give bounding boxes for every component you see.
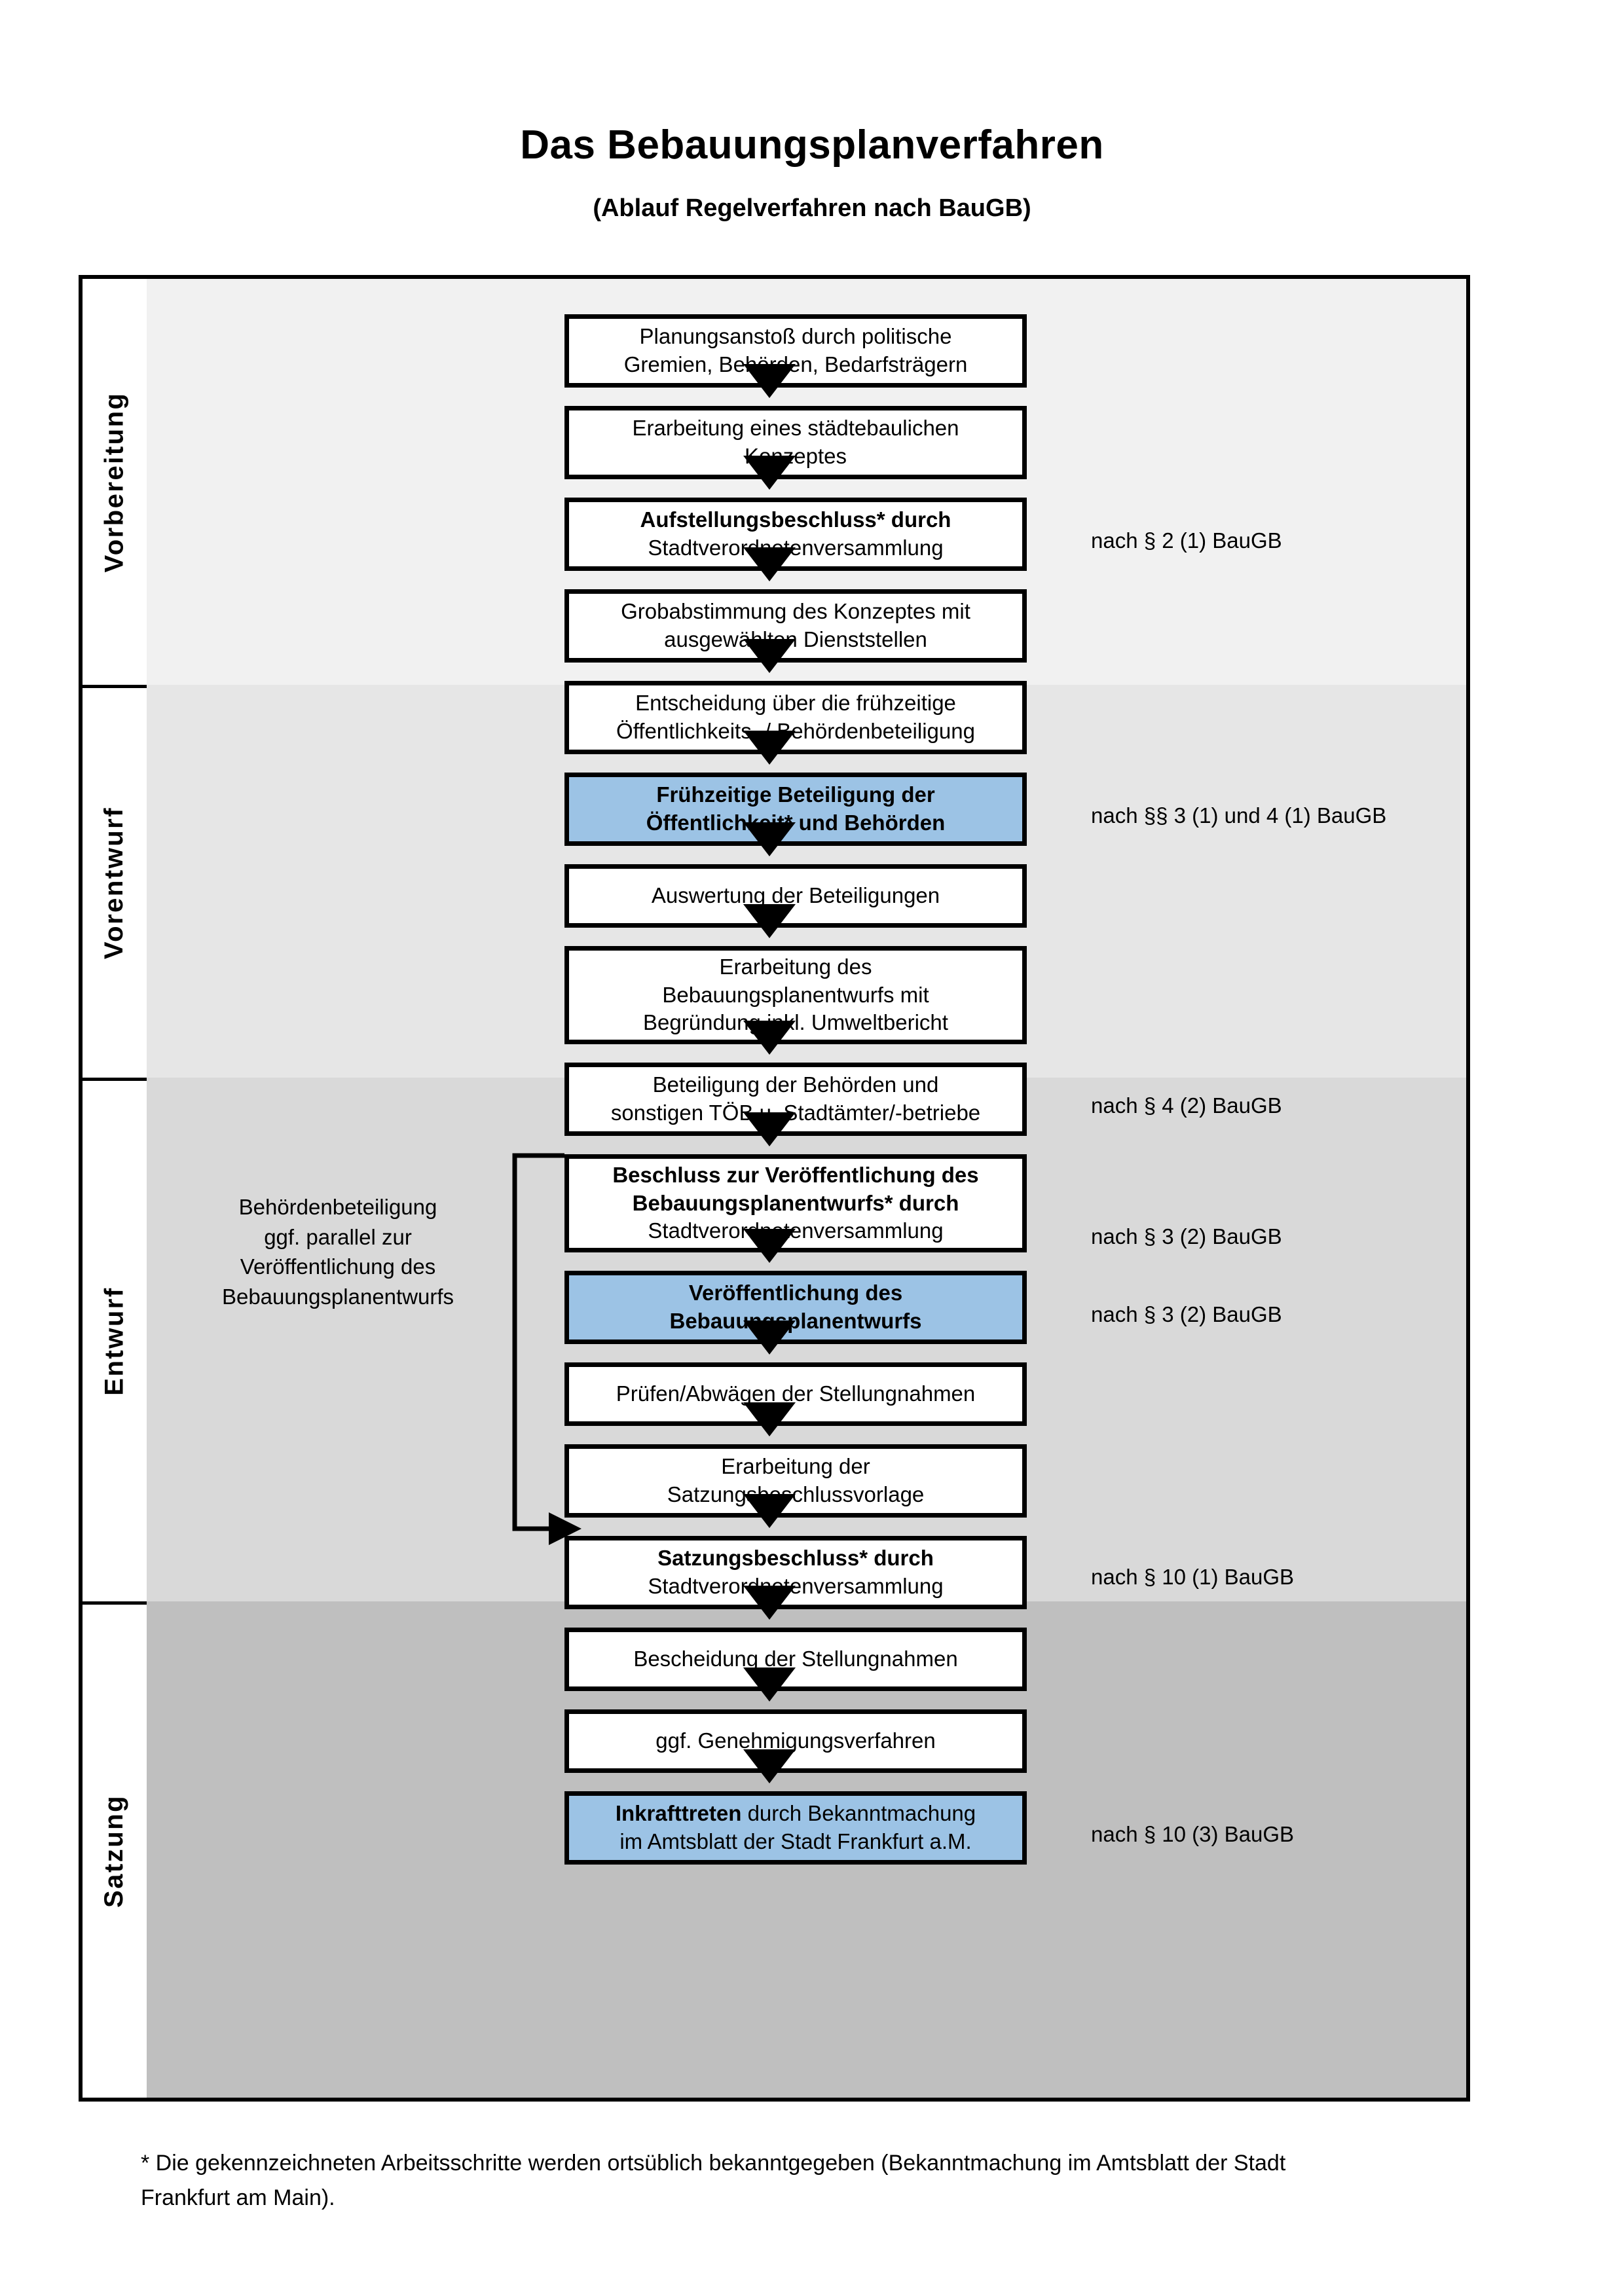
footnote: * Die gekennzeichneten Arbeitsschritte w… <box>141 2146 1483 2215</box>
step-line: Inkrafttreten durch Bekanntmachung <box>616 1800 976 1828</box>
step-line: Frühzeitige Beteiligung der <box>656 782 935 807</box>
step-line: Beteiligung der Behörden und <box>652 1072 939 1097</box>
step-line: Bebauungsplanentwurfs <box>669 1309 922 1333</box>
flow-arrow-down-icon <box>743 904 796 938</box>
step-line: Stadtverordnetenversammlung <box>648 1574 944 1598</box>
phase-cell-satzung: Satzung <box>83 1601 147 2098</box>
entwurf-sidenote: Behördenbeteiligung ggf. parallel zur Ve… <box>187 1192 489 1311</box>
flow-arrow-down-icon <box>743 456 796 490</box>
step-line: Bebauungsplanentwurfs mit <box>662 982 929 1007</box>
sidenote-line: Bebauungsplanentwurfs <box>221 1284 454 1309</box>
step-line-rest: durch Bekanntmachung <box>741 1801 976 1826</box>
citation-paragraph-3-2-veroeffentlichung: nach § 3 (2) BauGB <box>1091 1302 1282 1326</box>
flow-arrow-down-icon <box>743 1494 796 1528</box>
flow-step-pruefen-abwaegen[interactable]: Prüfen/Abwägen der Stellungnahmen <box>564 1362 1027 1426</box>
step-line: Öffentlichkeits- / Behördenbeteiligung <box>616 719 975 743</box>
phase-rail: Vorbereitung Vorentwurf Entwurf Satzung <box>83 279 147 2098</box>
flow-arrow-down-icon <box>743 1321 796 1355</box>
phase-label-entwurf: Entwurf <box>100 1286 129 1396</box>
phase-label-vorentwurf: Vorentwurf <box>100 806 129 960</box>
flow-arrow-down-icon <box>743 1112 796 1146</box>
page-subtitle: (Ablauf Regelverfahren nach BauGB) <box>593 194 1031 223</box>
step-line: Entscheidung über die frühzeitige <box>635 691 956 716</box>
flow-step-grobabstimmung[interactable]: Grobabstimmung des Konzeptes mit ausgewä… <box>564 589 1027 663</box>
flow-arrow-down-icon <box>743 822 796 856</box>
step-line: Begründung inkl. Umweltbericht <box>643 1010 948 1035</box>
sidenote-line: Behördenbeteiligung <box>238 1195 437 1219</box>
step-line: ggf. Genehmigungsverfahren <box>655 1728 936 1753</box>
flow-step-staedtebauliches-konzept[interactable]: Erarbeitung eines städtebaulichen Konzep… <box>564 406 1027 479</box>
step-line: Grobabstimmung des Konzeptes mit <box>621 599 970 624</box>
flow-step-inkrafttreten[interactable]: Inkrafttreten durch Bekanntmachung im Am… <box>564 1791 1027 1865</box>
flow-step-beschluss-veroeffentlichung[interactable]: Beschluss zur Veröffentlichung des Bebau… <box>564 1154 1027 1252</box>
flow-arrow-down-icon <box>743 364 796 398</box>
flow-arrow-down-icon <box>743 731 796 765</box>
document-header: Das Bebauungsplanverfahren (Ablauf Regel… <box>0 0 1624 223</box>
flow-step-erarbeitung-satzungsbeschlussvorlage[interactable]: Erarbeitung der Satzungsbeschlussvorlage <box>564 1444 1027 1518</box>
step-line: Erarbeitung des <box>719 954 872 979</box>
citation-paragraph-2-1: nach § 2 (1) BauGB <box>1091 528 1282 553</box>
flow-arrow-down-icon <box>743 1402 796 1436</box>
step-line-emphasis: Inkrafttreten <box>615 1801 742 1826</box>
step-line: Gremien, Behörden, Bedarfsträgern <box>623 352 968 376</box>
step-line: Bebauungsplanentwurfs* durch <box>632 1190 959 1215</box>
flowchart-frame: Vorbereitung Vorentwurf Entwurf Satzung … <box>79 275 1470 2102</box>
flow-arrow-down-icon <box>743 1021 796 1055</box>
step-line: Prüfen/Abwägen der Stellungnahmen <box>616 1381 976 1406</box>
citation-paragraph-10-3: nach § 10 (3) BauGB <box>1091 1822 1295 1846</box>
step-line: Erarbeitung eines städtebaulichen <box>632 416 959 441</box>
step-line: Aufstellungsbeschluss* durch <box>640 507 951 532</box>
step-line: Planungsanstoß durch politische <box>639 324 952 349</box>
flow-arrow-down-icon <box>743 639 796 673</box>
flow-step-veroeffentlichung-bebauungsplanentwurf[interactable]: Veröffentlichung des Bebauungsplanentwur… <box>564 1271 1027 1344</box>
flow-arrow-down-icon <box>743 1749 796 1783</box>
citation-paragraph-10-1: nach § 10 (1) BauGB <box>1091 1565 1295 1589</box>
page-title: Das Bebauungsplanverfahren <box>520 122 1104 168</box>
flow-step-beteiligung-behoerden-toeb[interactable]: Beteiligung der Behörden und sonstigen T… <box>564 1063 1027 1136</box>
step-line: im Amtsblatt der Stadt Frankfurt a.M. <box>619 1829 972 1853</box>
step-line: Erarbeitung der <box>721 1454 870 1479</box>
flow-step-auswertung-beteiligungen[interactable]: Auswertung der Beteiligungen <box>564 864 1027 928</box>
flow-step-satzungsbeschluss[interactable]: Satzungsbeschluss* durch Stadtverordnete… <box>564 1536 1027 1609</box>
step-line: Beschluss zur Veröffentlichung des <box>612 1162 979 1187</box>
flow-arrow-down-icon <box>743 1229 796 1263</box>
phase-label-satzung: Satzung <box>100 1794 129 1908</box>
step-line: Satzungsbeschluss* durch <box>657 1546 934 1571</box>
step-line: Stadtverordnetenversammlung <box>648 536 944 560</box>
step-line: Bescheidung der Stellungnahmen <box>633 1647 958 1671</box>
citation-paragraph-3-1-4-1: nach §§ 3 (1) und 4 (1) BauGB <box>1091 803 1387 828</box>
step-line: Auswertung der Beteiligungen <box>651 883 940 908</box>
flow-arrow-down-icon <box>743 1667 796 1702</box>
step-line: Stadtverordnetenversammlung <box>648 1218 944 1243</box>
citation-paragraph-4-2: nach § 4 (2) BauGB <box>1091 1093 1282 1118</box>
flow-step-planungsanstoss[interactable]: Planungsanstoß durch politische Gremien,… <box>564 314 1027 388</box>
sidenote-line: Veröffentlichung des <box>240 1254 436 1279</box>
flow-arrow-down-icon <box>743 547 796 581</box>
phase-label-vorbereitung: Vorbereitung <box>100 392 129 572</box>
phase-cell-vorbereitung: Vorbereitung <box>83 279 147 685</box>
citation-paragraph-3-2-beschluss: nach § 3 (2) BauGB <box>1091 1224 1282 1248</box>
flow-step-bescheidung-stellungnahmen[interactable]: Bescheidung der Stellungnahmen <box>564 1628 1027 1691</box>
step-line: Veröffentlichung des <box>688 1281 903 1305</box>
flow-step-entscheidung-fruehzeitige-beteiligung[interactable]: Entscheidung über die frühzeitige Öffent… <box>564 681 1027 754</box>
flow-arrow-down-icon <box>743 1586 796 1620</box>
phase-cell-vorentwurf: Vorentwurf <box>83 685 147 1078</box>
flow-step-fruehzeitige-beteiligung[interactable]: Frühzeitige Beteiligung der Öffentlichke… <box>564 773 1027 846</box>
flow-step-erarbeitung-bebauungsplanentwurf[interactable]: Erarbeitung des Bebauungsplanentwurfs mi… <box>564 946 1027 1044</box>
sidenote-line: ggf. parallel zur <box>264 1224 412 1249</box>
footnote-line: Frankfurt am Main). <box>141 2185 335 2210</box>
phase-cell-entwurf: Entwurf <box>83 1078 147 1601</box>
flow-step-aufstellungsbeschluss[interactable]: Aufstellungsbeschluss* durch Stadtverord… <box>564 498 1027 571</box>
footnote-line: * Die gekennzeichneten Arbeitsschritte w… <box>141 2151 1286 2176</box>
flow-step-genehmigungsverfahren[interactable]: ggf. Genehmigungsverfahren <box>564 1709 1027 1773</box>
step-line: Öffentlichkeit* und Behörden <box>646 811 946 835</box>
